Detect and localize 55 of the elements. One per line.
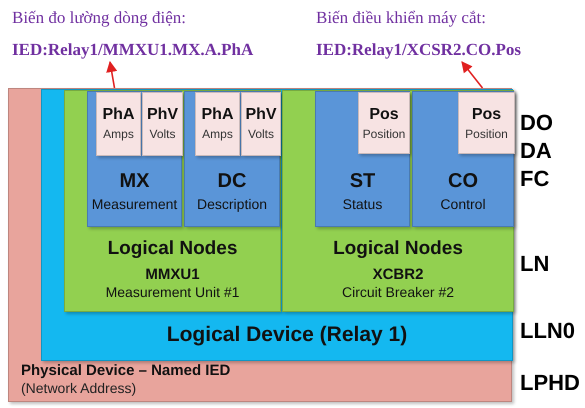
node-title: PhA: [102, 106, 134, 125]
caption-text: Biến điều khiển máy cắt:: [316, 8, 486, 28]
node-title: PhV: [146, 106, 178, 125]
node-text: Measurement Unit #1: [106, 284, 240, 300]
node-title: PhV: [245, 106, 277, 125]
node-title: ST: [350, 170, 376, 193]
node-title: MX: [120, 170, 150, 193]
level-label: LPHD: [520, 372, 580, 394]
functional-constraint-box: [87, 91, 182, 227]
data-object-box: [241, 92, 281, 156]
physical-device-panel: [8, 88, 512, 402]
node-text: Circuit Breaker #2: [342, 284, 454, 300]
logical-device-panel: [41, 89, 513, 361]
caption-text: IED:Relay1/MMXU1.MX.A.PhA: [12, 40, 254, 60]
node-text: Status: [342, 196, 382, 212]
node-text: Volts: [149, 128, 176, 142]
node-title: Logical Device (Relay 1): [166, 322, 408, 348]
node-text: (Network Address): [21, 380, 136, 396]
node-text: XCBR2: [372, 266, 424, 284]
logical-node-panel: [282, 90, 514, 312]
caption-text: Biến đo lường dòng điện:: [12, 8, 186, 28]
functional-constraint-box: [412, 91, 514, 227]
node-title: Pos: [472, 106, 502, 125]
node-text: Amps: [202, 128, 233, 142]
node-title: Logical Nodes: [333, 238, 463, 260]
data-object-box: [195, 92, 240, 156]
node-text: MMXU1: [145, 266, 200, 284]
functional-constraint-box: [184, 91, 280, 227]
data-object-box: [458, 92, 515, 154]
level-label: LN: [520, 253, 550, 275]
level-label: LLN0: [520, 320, 575, 342]
node-title: DC: [218, 170, 246, 193]
level-label: DA: [520, 140, 552, 162]
logical-node-panel: [64, 90, 281, 312]
data-object-box: [96, 92, 141, 156]
node-title: Logical Nodes: [108, 238, 238, 260]
node-text: Position: [362, 128, 406, 142]
node-title: PhA: [202, 106, 234, 125]
functional-constraint-box: [315, 91, 410, 227]
node-title: Physical Device – Named IED: [21, 362, 230, 380]
node-title: Pos: [369, 106, 399, 125]
caption-text: IED:Relay1/XCSR2.CO.Pos: [316, 40, 521, 60]
node-text: Description: [196, 196, 268, 212]
arrow: [461, 61, 484, 88]
node-text: Volts: [248, 128, 274, 142]
level-label: FC: [520, 168, 550, 190]
node-text: Amps: [103, 128, 134, 142]
data-object-box: [142, 92, 183, 156]
node-text: Position: [465, 128, 508, 142]
level-label: DO: [520, 112, 553, 134]
data-object-box: [358, 92, 410, 154]
arrow: [106, 60, 118, 88]
node-title: CO: [448, 170, 478, 193]
node-text: Control: [440, 196, 486, 212]
node-text: Measurement: [92, 196, 178, 212]
